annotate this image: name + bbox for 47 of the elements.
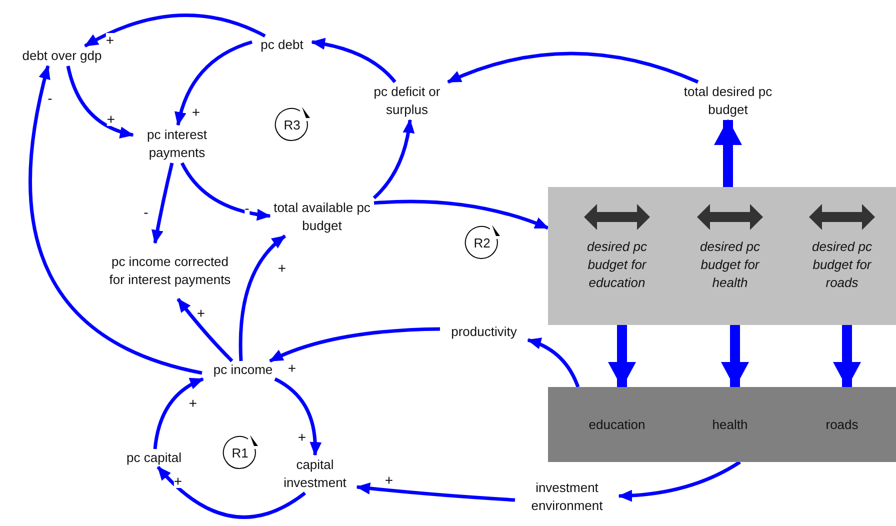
arrow [174, 40, 253, 126]
variable-label: pc income [213, 361, 273, 379]
arrow [356, 482, 516, 502]
variable-label: desired pc budget for education [586, 238, 648, 292]
arrow [618, 460, 741, 502]
arrow [721, 325, 749, 388]
variable-label: productivity [451, 323, 517, 341]
arrow [372, 119, 414, 200]
panel-box [548, 187, 896, 325]
variable-label: total desired pc budget [682, 83, 774, 119]
edge-label: + [106, 33, 114, 47]
arrow [153, 377, 204, 450]
arrow [311, 38, 396, 84]
variable-label: education [588, 416, 646, 434]
variable-label: total available pc budget [272, 199, 372, 235]
arrow [527, 338, 580, 388]
panel-box [548, 387, 896, 462]
arrow [176, 298, 234, 362]
arrow [269, 327, 440, 363]
loop-label: R1 [232, 446, 248, 460]
arrow [28, 65, 202, 375]
arrow [156, 466, 306, 519]
variable-label: pc income corrected for interest payments [108, 253, 232, 289]
variable-label: capital investment [282, 456, 348, 492]
arrow [374, 200, 549, 230]
arrow [608, 325, 636, 388]
arrow [238, 234, 286, 362]
arrow [447, 52, 699, 84]
arrow [84, 14, 266, 48]
variable-label: desired pc budget for health [699, 238, 761, 292]
variable-label: desired pc budget for roads [811, 238, 873, 292]
arrow [152, 162, 174, 244]
arrow [180, 162, 271, 220]
variable-label: roads [826, 416, 858, 434]
variable-label: pc capital [126, 449, 182, 467]
arrow [66, 66, 134, 138]
arrow [714, 119, 742, 187]
variable-label: pc interest payments [146, 126, 208, 162]
loop-label: R3 [284, 118, 300, 132]
arrow [274, 377, 322, 456]
variable-label: investment environment [530, 479, 604, 515]
loop-label: R2 [474, 236, 490, 250]
variable-label: pc deficit or surplus [372, 83, 442, 119]
variable-label: pc debt [260, 36, 304, 54]
variable-label: health [712, 416, 748, 434]
arrow [833, 325, 861, 388]
variable-label: debt over gdp [22, 47, 102, 65]
